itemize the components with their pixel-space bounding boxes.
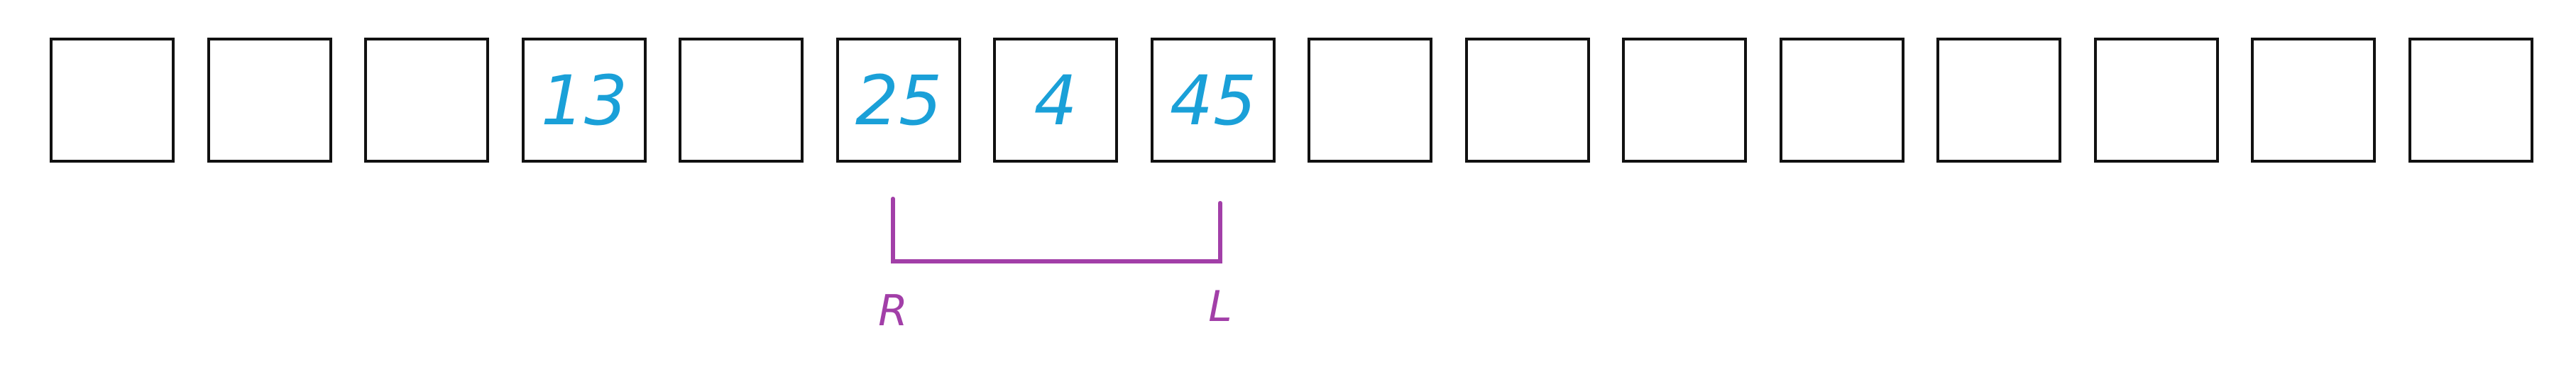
range-bracket bbox=[891, 197, 1222, 263]
array-cell: 25 bbox=[836, 38, 961, 163]
array-cell-value: 4 bbox=[1034, 61, 1077, 141]
array-cell bbox=[50, 38, 175, 163]
array-cell-box bbox=[2094, 38, 2219, 163]
pointer-label-r: R bbox=[878, 286, 908, 336]
array-cell-value: 13 bbox=[541, 61, 627, 141]
pointer-bracket: R L bbox=[878, 197, 1232, 336]
array-cell bbox=[1936, 38, 2061, 163]
array-cell-box bbox=[207, 38, 332, 163]
array-cell-box bbox=[679, 38, 804, 163]
array-cell-value: 45 bbox=[1170, 61, 1256, 141]
array-cell bbox=[1622, 38, 1747, 163]
array-cell bbox=[1780, 38, 1904, 163]
array-cell: 13 bbox=[522, 38, 647, 163]
array-cell-box bbox=[522, 38, 647, 163]
array-cell bbox=[207, 38, 332, 163]
array-cell-box bbox=[1308, 38, 1432, 163]
array-cell-box bbox=[1780, 38, 1904, 163]
array-cell-box bbox=[1622, 38, 1747, 163]
array-cell-box bbox=[2251, 38, 2376, 163]
array-cell-box bbox=[836, 38, 961, 163]
array-cell bbox=[2408, 38, 2533, 163]
array-cells: 13 25 4 45 bbox=[50, 38, 2533, 163]
array-cell bbox=[2251, 38, 2376, 163]
array-cell bbox=[1308, 38, 1432, 163]
array-cell-box bbox=[2408, 38, 2533, 163]
array-cell: 45 bbox=[1151, 38, 1276, 163]
array-cell-box bbox=[1936, 38, 2061, 163]
pointer-label-l: L bbox=[1208, 282, 1232, 332]
array-cell bbox=[1465, 38, 1590, 163]
array-cell-box bbox=[1465, 38, 1590, 163]
array-cell bbox=[679, 38, 804, 163]
array-cell bbox=[2094, 38, 2219, 163]
array-cell-box bbox=[993, 38, 1118, 163]
array-cell-value: 25 bbox=[855, 61, 942, 141]
array-cell-box bbox=[1151, 38, 1276, 163]
array-cell-box bbox=[364, 38, 489, 163]
array-cell-box bbox=[50, 38, 175, 163]
array-cell bbox=[364, 38, 489, 163]
array-cell: 4 bbox=[993, 38, 1118, 163]
